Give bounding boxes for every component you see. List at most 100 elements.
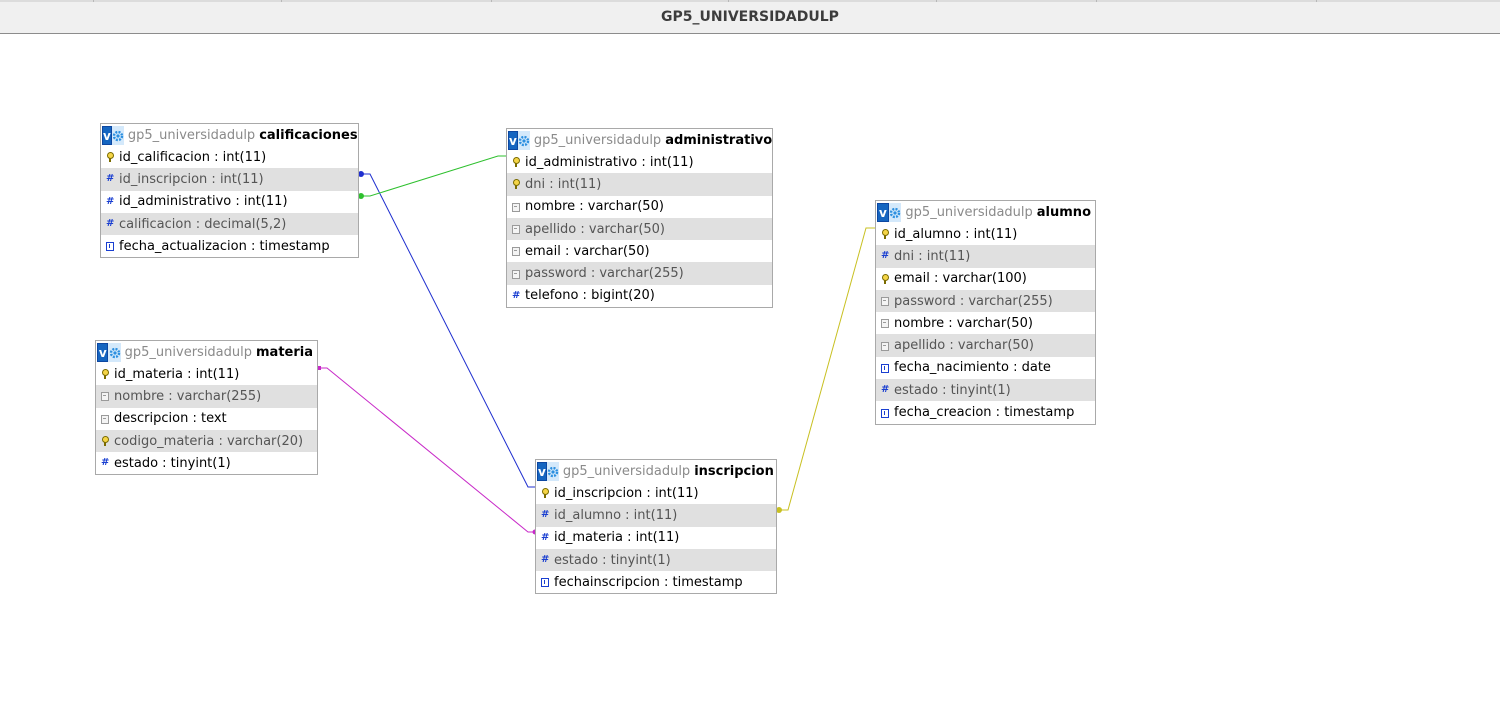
relation-line-materia: [319, 367, 536, 533]
database-name: gp5_universidadulp: [124, 344, 252, 360]
column-label: fechainscripcion : timestamp: [554, 574, 743, 590]
column-row[interactable]: apellido : varchar(50): [507, 217, 772, 241]
column-label: descripcion : text: [114, 411, 227, 427]
table-name: alumno: [1036, 204, 1091, 220]
table-name: calificaciones: [259, 127, 358, 143]
key-icon: [881, 273, 889, 284]
column-row[interactable]: id_calificacion : int(11): [101, 146, 358, 168]
column-label: email : varchar(50): [525, 243, 650, 259]
table-administrativo[interactable]: v gp5_universidadulp administrativo id_a…: [506, 128, 773, 309]
column-label: fecha_nacimiento : date: [894, 360, 1051, 376]
table-calificaciones[interactable]: v gp5_universidadulp calificaciones id_c…: [100, 123, 359, 259]
text-icon: [881, 318, 889, 329]
column-row[interactable]: nombre : varchar(50): [876, 312, 1095, 334]
view-toggle-icon[interactable]: v: [508, 131, 518, 150]
column-row[interactable]: estado : tinyint(1): [876, 379, 1095, 402]
column-row[interactable]: password : varchar(255): [876, 289, 1095, 313]
column-row[interactable]: nombre : varchar(50): [507, 196, 772, 218]
view-toggle-icon[interactable]: v: [102, 126, 112, 145]
column-row[interactable]: id_materia : int(11): [536, 527, 776, 549]
column-label: id_inscripcion : int(11): [554, 485, 699, 501]
timestamp-icon: [106, 241, 114, 252]
key-icon: [101, 369, 109, 380]
column-label: id_inscripcion : int(11): [119, 171, 264, 187]
column-label: id_materia : int(11): [114, 366, 240, 382]
text-icon: [101, 391, 109, 402]
text-icon: [512, 269, 520, 279]
gear-icon[interactable]: [546, 462, 559, 481]
column-row[interactable]: estado : tinyint(1): [536, 548, 776, 572]
column-row[interactable]: id_materia : int(11): [96, 363, 317, 385]
text-icon: [101, 414, 109, 424]
column-label: apellido : varchar(50): [525, 221, 666, 237]
table-inscripcion[interactable]: v gp5_universidadulp inscripcion id_insc…: [535, 459, 777, 595]
column-label: telefono : bigint(20): [525, 288, 655, 304]
gear-icon[interactable]: [108, 343, 121, 362]
column-label: codigo_materia : varchar(20): [114, 433, 304, 449]
column-row[interactable]: dni : int(11): [876, 245, 1095, 268]
timestamp-icon: [881, 408, 889, 418]
column-row[interactable]: fecha_actualizacion : timestamp: [101, 235, 358, 257]
number-icon: [881, 385, 889, 395]
column-row[interactable]: calificacion : decimal(5,2): [101, 212, 358, 236]
column-row[interactable]: fecha_nacimiento : date: [876, 357, 1095, 379]
column-row[interactable]: codigo_materia : varchar(20): [96, 429, 317, 453]
text-icon: [881, 296, 889, 307]
column-label: nombre : varchar(50): [894, 315, 1033, 331]
gear-icon[interactable]: [517, 131, 530, 150]
column-label: id_administrativo : int(11): [525, 154, 694, 170]
number-icon: [541, 555, 549, 565]
column-label: apellido : varchar(50): [894, 338, 1035, 354]
view-toggle-icon[interactable]: v: [537, 462, 547, 481]
text-icon: [881, 341, 889, 351]
number-icon: [541, 510, 549, 520]
column-row[interactable]: descripcion : text: [96, 408, 317, 430]
column-label: email : varchar(100): [894, 271, 1027, 287]
table-header[interactable]: v gp5_universidadulp alumno: [876, 201, 1095, 223]
table-header[interactable]: v gp5_universidadulp calificaciones: [101, 124, 358, 146]
table-header[interactable]: v gp5_universidadulp administrativo: [507, 129, 772, 151]
column-label: fecha_creacion : timestamp: [894, 405, 1075, 421]
column-row[interactable]: id_alumno : int(11): [536, 504, 776, 527]
gear-icon[interactable]: [888, 203, 902, 222]
column-row[interactable]: fecha_creacion : timestamp: [876, 401, 1095, 423]
table-name: materia: [256, 344, 313, 360]
column-row[interactable]: id_administrativo : int(11): [507, 151, 772, 173]
key-icon: [101, 436, 109, 447]
column-label: nombre : varchar(255): [114, 388, 262, 404]
column-row[interactable]: id_alumno : int(11): [876, 223, 1095, 245]
key-icon: [106, 152, 114, 163]
column-label: password : varchar(255): [894, 293, 1053, 309]
timestamp-icon: [541, 577, 549, 588]
column-row[interactable]: email : varchar(50): [507, 240, 772, 262]
table-header[interactable]: v gp5_universidadulp materia: [96, 341, 317, 363]
column-row[interactable]: id_inscripcion : int(11): [536, 482, 776, 504]
column-row[interactable]: apellido : varchar(50): [876, 334, 1095, 357]
column-row[interactable]: email : varchar(100): [876, 268, 1095, 290]
column-row[interactable]: estado : tinyint(1): [96, 452, 317, 474]
column-label: id_calificacion : int(11): [119, 149, 267, 165]
view-toggle-icon[interactable]: v: [877, 203, 889, 222]
number-icon: [106, 197, 114, 207]
column-row[interactable]: id_administrativo : int(11): [101, 191, 358, 213]
column-row[interactable]: password : varchar(255): [507, 262, 772, 285]
column-row[interactable]: telefono : bigint(20): [507, 285, 772, 307]
gear-icon[interactable]: [111, 126, 124, 145]
column-label: estado : tinyint(1): [894, 382, 1011, 398]
table-alumno[interactable]: v gp5_universidadulp alumno id_alumno : …: [875, 200, 1096, 425]
designer-title: GP5_UNIVERSIDADULP: [661, 9, 839, 25]
number-icon: [106, 219, 114, 229]
table-header[interactable]: v gp5_universidadulp inscripcion: [536, 460, 776, 482]
column-label: fecha_actualizacion : timestamp: [119, 238, 330, 254]
column-row[interactable]: nombre : varchar(255): [96, 385, 317, 408]
column-row[interactable]: dni : int(11): [507, 173, 772, 196]
column-label: id_administrativo : int(11): [119, 194, 288, 210]
number-icon: [106, 174, 114, 184]
column-row[interactable]: id_inscripcion : int(11): [101, 168, 358, 191]
table-materia[interactable]: v gp5_universidadulp materia id_materia …: [95, 340, 318, 476]
title-bar: GP5_UNIVERSIDADULP: [0, 0, 1500, 34]
tab-strip: [0, 0, 1500, 2]
view-toggle-icon[interactable]: v: [97, 343, 109, 362]
key-icon: [512, 179, 520, 190]
column-row[interactable]: fechainscripcion : timestamp: [536, 571, 776, 593]
